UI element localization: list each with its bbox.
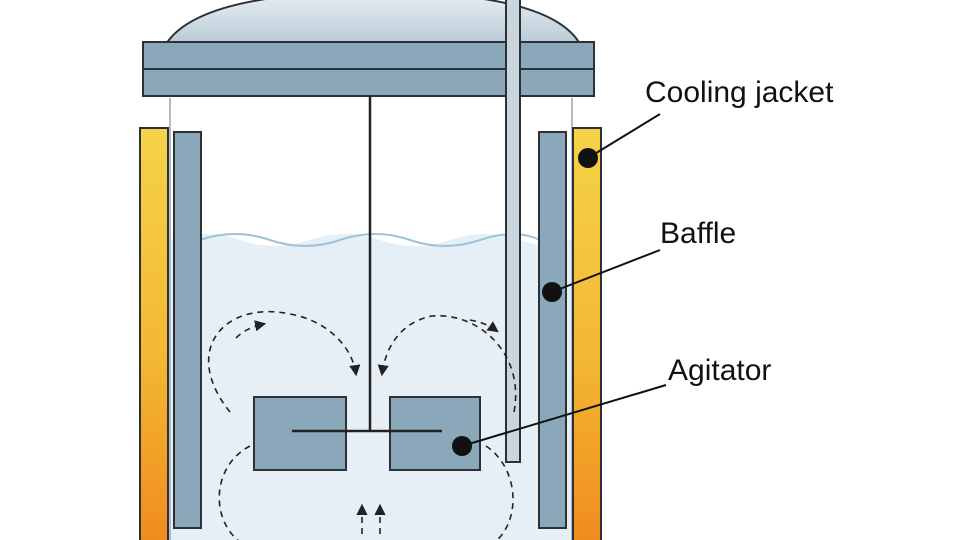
- baffle-left: [173, 131, 202, 529]
- callout-marker-icon: [542, 282, 562, 302]
- lid-lower-flange: [142, 68, 595, 97]
- label-baffle: Baffle: [660, 217, 736, 250]
- vessel-lid: [142, 0, 595, 97]
- callout-marker-icon: [578, 148, 598, 168]
- callout-agitator: Agitator: [452, 354, 771, 456]
- flow-loop-lower-right: [485, 445, 514, 540]
- callout-baffle: Baffle: [542, 217, 736, 302]
- label-agitator: Agitator: [668, 354, 771, 387]
- dip-tube: [505, 0, 521, 463]
- cooling-jacket: [139, 127, 602, 540]
- callout-cooling-jacket: Cooling jacket: [578, 76, 834, 168]
- leader-line: [461, 384, 667, 447]
- leader-line: [551, 249, 661, 293]
- callout-marker-icon: [452, 436, 472, 456]
- dome: [164, 0, 582, 45]
- leader-line: [587, 113, 661, 159]
- baffles: [173, 131, 567, 529]
- flow-upper-right-return: [469, 319, 499, 333]
- impeller-blade-right: [389, 396, 481, 471]
- label-cooling-jacket: Cooling jacket: [645, 76, 834, 109]
- cooling-jacket-left: [139, 127, 169, 540]
- impeller-blade-left: [253, 396, 347, 471]
- cooling-jacket-right: [572, 127, 602, 540]
- baffle-right: [538, 131, 567, 529]
- flow-loop-upper-right: [377, 315, 517, 413]
- flow-upper-left-return: [235, 320, 267, 339]
- agitator: [253, 96, 481, 471]
- lid-upper-flange: [142, 41, 595, 70]
